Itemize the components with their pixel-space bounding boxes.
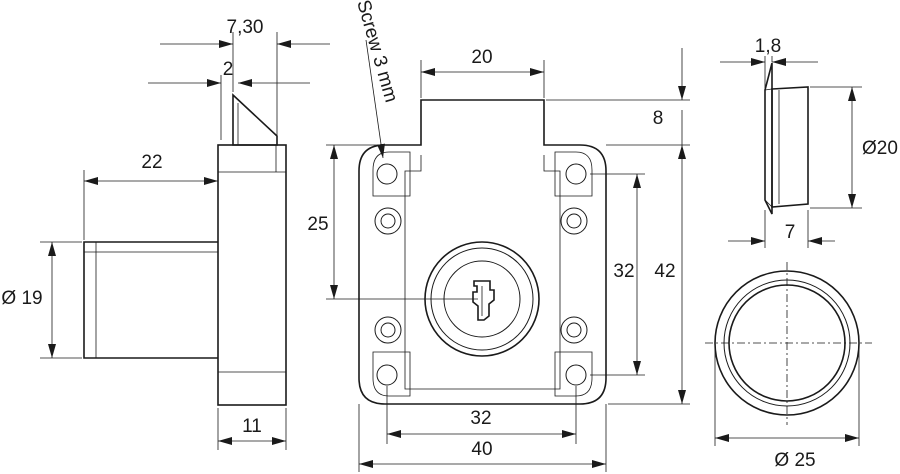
dim-label-32-horizontal: 32 [470, 408, 491, 429]
dim-label-d25: Ø 25 [774, 450, 815, 471]
dim-label-32-vertical: 32 [613, 261, 634, 282]
cylinder-side-view [764, 62, 809, 215]
dim-label-7-30: 7,30 [227, 17, 264, 38]
side-view [83, 93, 287, 406]
front-view [358, 99, 607, 405]
dim-label-25: 25 [307, 214, 328, 235]
dim-label-40: 40 [471, 439, 492, 460]
dim-label-d20: Ø20 [862, 138, 898, 159]
dim-label-11: 11 [242, 416, 262, 437]
dim-label-2: 2 [223, 59, 234, 80]
dim-label-screw: Screw 3 mm [352, 0, 401, 105]
cylinder-front-view [705, 262, 872, 425]
dim-label-20: 20 [471, 47, 492, 68]
dim-label-22: 22 [141, 152, 162, 173]
dim-label-42: 42 [654, 261, 675, 282]
dim-label-1-8: 1,8 [755, 36, 781, 57]
dim-label-d19: Ø 19 [1, 288, 42, 309]
dim-label-7: 7 [785, 222, 796, 243]
dim-label-8: 8 [653, 108, 664, 129]
